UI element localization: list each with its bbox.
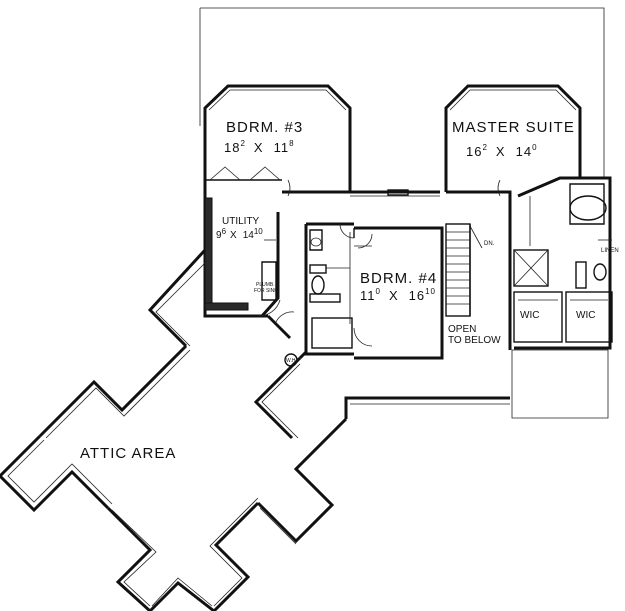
attic-walls <box>0 248 510 611</box>
water-heater-label: W.H. <box>286 358 297 364</box>
stair-dn-label: DN. <box>484 241 495 247</box>
master-bath <box>513 176 613 350</box>
utility-walls <box>204 197 281 317</box>
master-name: MASTER SUITE <box>452 119 575 136</box>
master-walls <box>444 84 582 192</box>
utility-name: UTILITY <box>222 216 260 227</box>
open-label-line1: OPEN <box>448 324 476 335</box>
linen-label: LINEN <box>601 248 619 254</box>
stair <box>445 223 483 317</box>
attic-name: ATTIC AREA <box>80 445 176 462</box>
bdrm4-name: BDRM. #4 <box>360 270 437 287</box>
bdrm4-walls <box>349 226 444 360</box>
roof-outline <box>199 7 609 419</box>
bdrm3-name: BDRM. #3 <box>226 119 303 136</box>
wic-right-label: WIC <box>576 310 595 321</box>
wic-left-label: WIC <box>520 310 539 321</box>
plumbing-note-2: FOR SINK <box>254 288 278 294</box>
open-label-line2: TO BELOW <box>448 335 501 346</box>
bdrm3-walls <box>203 84 352 192</box>
plumbing-note-1: PLUMB. <box>256 282 275 288</box>
